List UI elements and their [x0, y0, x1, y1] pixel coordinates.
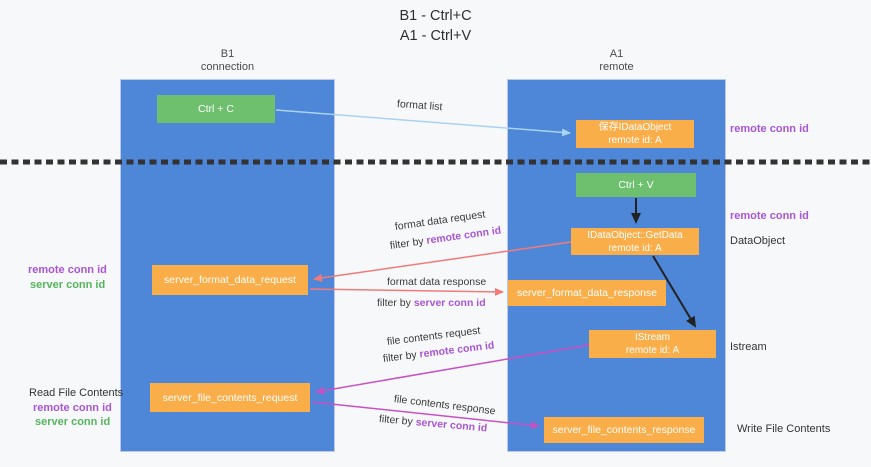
lane-header-a1: A1 remote: [507, 48, 726, 73]
node-server-format-data-request: server_format_data_request: [152, 265, 308, 295]
node-ctrl-c-label: Ctrl + C: [198, 103, 234, 115]
server-conn-id-text: server conn id: [413, 297, 486, 309]
title-line-1: B1 - Ctrl+C: [399, 8, 472, 24]
format-data-response-arrow: [309, 287, 504, 296]
node-server-file-contents-request: server_file_contents_request: [150, 383, 310, 412]
node-format-response-label: server_format_data_response: [516, 287, 658, 299]
right-label-write-file-contents: Write File Contents: [737, 423, 831, 435]
format-data-request-arrow: [313, 241, 572, 282]
node-file-response-label: server_file_contents_response: [552, 424, 696, 436]
node-istream-line1: IStream: [634, 332, 670, 343]
node-save-idataobject-line2: remote id: A: [608, 135, 662, 146]
node-ctrl-v: Ctrl + V: [576, 173, 696, 197]
node-server-format-data-response: server_format_data_response: [508, 280, 666, 306]
left-label-server-conn-id: server conn id: [30, 279, 106, 291]
lane-b1-name: B1: [220, 48, 235, 60]
node-format-request-label: server_format_data_request: [164, 274, 296, 286]
right-label-dataobject: DataObject: [730, 235, 786, 247]
node-getdata-line2: remote id: A: [608, 242, 662, 254]
node-idataobject-getdata: IDataObject::GetData remote id: A: [571, 228, 699, 255]
node-save-idataobject: 保存IDataObject remote id: A: [576, 120, 694, 148]
filter-by-prefix: filter by: [377, 297, 411, 309]
node-save-idataobject-line1: 保存IDataObject: [598, 122, 672, 133]
lane-a1-name: A1: [609, 48, 624, 60]
getdata-to-istream-arrow: [652, 255, 697, 328]
node-ctrl-v-label: Ctrl + V: [618, 179, 654, 191]
right-label-remote-conn-id: remote conn id: [730, 123, 809, 135]
file-contents-request-arrow: [315, 344, 590, 395]
right-label-remote-conn-id-2: remote conn id: [730, 210, 809, 222]
node-file-request-label: server_file_contents_request: [162, 391, 298, 404]
left-label-remote-conn-id: remote conn id: [28, 264, 107, 276]
title-line-2: A1 - Ctrl+V: [399, 28, 472, 44]
left-label-read-file-contents: Read File Contents: [29, 387, 124, 399]
lane-a1-role: remote: [599, 60, 634, 73]
node-istream: IStream remote id: A: [589, 330, 716, 358]
right-label-istream: Istream: [730, 341, 767, 353]
left-label-remote-conn-id-2: remote conn id: [33, 402, 112, 414]
edge-label-format-data-response: format data response: [387, 276, 487, 288]
file-contents-response-arrow: [311, 401, 540, 430]
node-getdata-line1: IDataObject::GetData: [587, 229, 683, 241]
format-list-arrow: [275, 109, 571, 137]
node-ctrl-c: Ctrl + C: [157, 95, 275, 123]
node-istream-line2: remote id: A: [625, 345, 680, 356]
lane-header-b1: B1 connection: [120, 48, 335, 73]
diagram-title: B1 - Ctrl+C A1 - Ctrl+V: [0, 6, 871, 46]
lane-b1-role: connection: [200, 60, 255, 73]
node-server-file-contents-response: server_file_contents_response: [544, 417, 704, 443]
left-label-server-conn-id-2: server conn id: [35, 416, 111, 428]
